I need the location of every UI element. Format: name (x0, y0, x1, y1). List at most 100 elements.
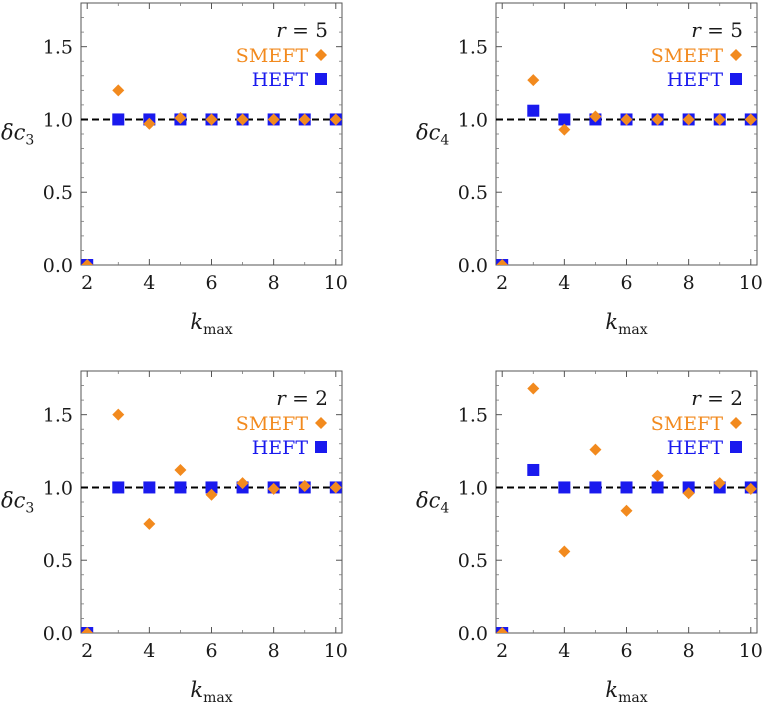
x-tick-label: 10 (739, 272, 762, 294)
x-tick-label: 6 (620, 272, 632, 294)
y-tick-label: 1.5 (458, 405, 488, 427)
y-tick-label: 1.0 (458, 477, 488, 499)
legend-marker-smeft (730, 49, 742, 61)
heft-point (112, 481, 125, 494)
y-tick-label: 1.0 (43, 477, 73, 499)
smeft-point (744, 113, 757, 126)
y-tick-label: 1.5 (43, 37, 73, 59)
y-tick-label: 0.0 (458, 623, 488, 645)
y-axis-label: δc3 (1, 120, 34, 148)
smeft-point (713, 113, 726, 126)
r-annotation: r = 2 (276, 386, 328, 410)
heft-point (527, 463, 540, 476)
x-tick-label: 4 (558, 272, 570, 294)
smeft-point (527, 74, 540, 87)
legend-label-heft: HEFT (667, 69, 724, 91)
smeft-point (589, 443, 602, 456)
x-tick-label: 10 (739, 640, 762, 662)
plot-frame (80, 370, 343, 634)
r-annotation: r = 2 (691, 386, 743, 410)
smeft-point (112, 84, 125, 97)
y-tick-label: 1.0 (43, 109, 73, 131)
x-axis-label: kmax (605, 310, 647, 338)
legend-marker-smeft (730, 417, 742, 429)
legend-marker-heft (730, 73, 742, 85)
legend-marker-heft (315, 441, 327, 453)
x-tick-label: 2 (81, 640, 93, 662)
smeft-point (81, 259, 94, 265)
y-tick-label: 0.5 (458, 182, 488, 204)
x-tick-label: 6 (205, 272, 217, 294)
smeft-point (236, 113, 249, 126)
y-tick-label: 0.0 (43, 255, 73, 277)
y-tick-label: 1.0 (458, 109, 488, 131)
heft-point (558, 113, 571, 126)
heft-point (174, 481, 187, 494)
smeft-point (651, 469, 664, 482)
smeft-point (558, 545, 571, 558)
heft-point (205, 481, 218, 494)
smeft-point (267, 113, 280, 126)
smeft-point (651, 113, 664, 126)
smeft-point (174, 463, 187, 476)
smeft-point (81, 627, 94, 633)
r-annotation: r = 5 (276, 18, 328, 42)
smeft-point (496, 259, 509, 265)
smeft-point (298, 479, 311, 492)
smeft-point (267, 482, 280, 495)
plot-frame (495, 370, 758, 634)
x-tick-label: 2 (496, 272, 508, 294)
y-tick-label: 0.0 (458, 255, 488, 277)
x-tick-label: 6 (620, 640, 632, 662)
x-tick-label: 8 (268, 640, 280, 662)
x-tick-label: 2 (81, 272, 93, 294)
heft-point (558, 481, 571, 494)
y-tick-label: 0.5 (458, 550, 488, 572)
x-tick-label: 8 (683, 272, 695, 294)
r-annotation: r = 5 (691, 18, 743, 42)
smeft-point (558, 123, 571, 136)
x-tick-label: 6 (205, 640, 217, 662)
smeft-point (174, 111, 187, 124)
legend-marker-smeft (315, 417, 327, 429)
legend-label-heft: HEFT (667, 437, 724, 459)
legend-marker-heft (730, 441, 742, 453)
markers (81, 84, 342, 265)
smeft-point (205, 488, 218, 501)
y-tick-label: 0.5 (43, 550, 73, 572)
y-tick-label: 0.0 (43, 623, 73, 645)
x-tick-label: 4 (558, 640, 570, 662)
legend-label-heft: HEFT (252, 69, 309, 91)
legend-label-smeft: SMEFT (236, 45, 309, 67)
smeft-point (744, 482, 757, 495)
smeft-point (143, 517, 156, 530)
x-tick-label: 2 (496, 640, 508, 662)
x-axis-label: kmax (190, 678, 232, 706)
smeft-point (527, 382, 540, 395)
smeft-point (143, 117, 156, 130)
smeft-point (205, 113, 218, 126)
y-axis-label: δc3 (1, 488, 34, 516)
smeft-point (236, 477, 249, 490)
smeft-point (496, 627, 509, 633)
x-tick-label: 8 (683, 640, 695, 662)
legend-label-heft: HEFT (252, 437, 309, 459)
y-axis-label: δc4 (416, 488, 449, 516)
smeft-point (589, 110, 602, 123)
legend-label-smeft: SMEFT (651, 413, 724, 435)
y-tick-label: 1.5 (43, 405, 73, 427)
x-tick-label: 10 (324, 272, 348, 294)
smeft-point (620, 504, 633, 517)
x-tick-label: 4 (143, 272, 155, 294)
heft-point (620, 481, 633, 494)
y-tick-label: 1.5 (458, 37, 488, 59)
heft-point (589, 481, 602, 494)
y-axis-label: δc4 (416, 120, 449, 148)
heft-point (651, 481, 664, 494)
x-axis-label: kmax (190, 310, 232, 338)
y-tick-label: 0.5 (43, 182, 73, 204)
smeft-point (682, 113, 695, 126)
legend-marker-smeft (315, 49, 327, 61)
